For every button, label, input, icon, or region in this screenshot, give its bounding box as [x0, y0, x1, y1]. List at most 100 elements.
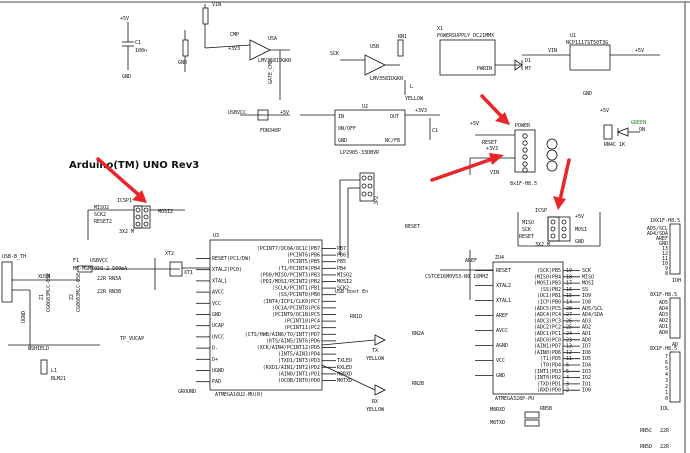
svg-text:SCK: SCK — [330, 51, 339, 57]
zu4-pin-label: (TXD)PD1 — [537, 381, 561, 387]
svg-text:YELLOW: YELLOW — [366, 407, 385, 413]
zu4-net-label: IO2 — [582, 375, 591, 381]
arrow-to-power-left — [430, 153, 504, 182]
zu4-net-label: IO6 — [582, 350, 591, 356]
u3-pin-label: (XCK/AIN4/PCINT12)PD5 — [257, 345, 320, 351]
zu4-pin-list-right: (SCK)PB5(MISO)PB4(MOSI)PB3(SS)PB2(OC1)PB… — [534, 268, 561, 394]
icsp-header: ICSP 3X2 M MISO SCK RESET +5V MOSI GND — [517, 208, 601, 248]
board-title: Arduino(TM) UNO Rev3 — [69, 160, 199, 171]
header-pin-label: AD1 — [659, 324, 668, 330]
svg-text:X1: X1 — [437, 26, 443, 32]
svg-text:YELLOW: YELLOW — [405, 96, 424, 102]
zu4-net-label: IO8 — [582, 300, 591, 306]
zu4-pin-number: 27 — [566, 312, 572, 318]
svg-text:+5V: +5V — [635, 48, 644, 54]
u3-pin-label: (PDI/MOSI/PCINT2)PB2 — [260, 279, 320, 285]
svg-text:IOL: IOL — [660, 406, 669, 412]
svg-text:OUT: OUT — [390, 114, 399, 120]
zu4-pin-label: (SS)PB2 — [540, 287, 561, 293]
u3-pin-label: (T1/PCINT4)PB4 — [278, 266, 320, 272]
svg-text:RN1: RN1 — [398, 34, 407, 40]
green-on-led: +5V GREEN ON RN4C 1K — [600, 108, 646, 148]
svg-text:L: L — [410, 84, 413, 90]
zu4-pin-number: 13 — [566, 344, 572, 350]
u3-pin-label: UGND — [212, 368, 224, 374]
svg-text:RN5B: RN5B — [540, 406, 552, 412]
zu4-pin-number: 23 — [566, 337, 572, 343]
header-pin-label: AD3 — [659, 312, 668, 318]
svg-text:IN: IN — [338, 114, 344, 120]
svg-text:IOH: IOH — [672, 278, 681, 284]
zu4-net-label: IO7 — [582, 344, 591, 350]
svg-text:SCK: SCK — [522, 227, 531, 233]
svg-text:M8TXD: M8TXD — [490, 420, 505, 426]
svg-text:GND: GND — [178, 60, 187, 66]
svg-text:POWERSUPPLY_DC21MMX: POWERSUPPLY_DC21MMX — [437, 33, 494, 39]
zu4-pin-number: 6 — [566, 363, 569, 369]
zu4-net-label: SS — [582, 287, 588, 293]
svg-text:GND: GND — [122, 74, 131, 80]
header-pin-label: 8 — [665, 271, 668, 277]
u5a-opamp: U5A LMV358IDGKR CMP +3V3 GATE_CMD — [204, 32, 292, 100]
svg-text:NCP1117ST50T3G: NCP1117ST50T3G — [566, 40, 608, 46]
svg-text:3X2 M: 3X2 M — [119, 229, 134, 235]
svg-text:RN5D: RN5D — [640, 444, 652, 450]
svg-text:CSTCE16M0V53-R0 16MHZ: CSTCE16M0V53-R0 16MHZ — [425, 274, 488, 280]
zu4-pin-number: 17 — [566, 281, 572, 287]
svg-text:FDN340P: FDN340P — [260, 128, 281, 134]
zu4-pin-number: 3 — [566, 381, 569, 387]
svg-text:L1: L1 — [51, 368, 57, 374]
svg-text:GREEN: GREEN — [631, 120, 646, 126]
u3-pin-label: D+ — [212, 357, 218, 363]
svg-text:ICSP1: ICSP1 — [117, 198, 132, 204]
zu4-pin-number: 5 — [566, 369, 569, 375]
zu4-pin-label: (MOSI)PB3 — [534, 281, 561, 287]
svg-text:VIN: VIN — [212, 2, 221, 8]
svg-text:+3V3: +3V3 — [415, 108, 427, 114]
header-pin-label: AD0 — [659, 330, 668, 336]
svg-text:USB boot En: USB boot En — [335, 289, 368, 295]
zu4-pin-number: 4 — [566, 375, 569, 381]
svg-text:GROUND: GROUND — [178, 389, 196, 395]
u1-regulator: U1 NCP1117ST50T3G +5V GND — [566, 33, 660, 97]
svg-text:RX: RX — [372, 399, 378, 405]
zu4-pin-label: (ADC1)PC1 — [534, 331, 561, 337]
u3-pin-label: (PCINT5)PB5 — [287, 259, 320, 265]
svg-text:USBVCC: USBVCC — [90, 258, 108, 264]
svg-text:U1: U1 — [570, 33, 576, 39]
u3-pin-label: (RXD1/AIN1/INT2)PD2 — [263, 365, 320, 371]
header-pin-label: AD5/SCL — [647, 226, 668, 232]
icsp1-header: ICSP1 3X2 M MISO2 SCK2 RESET2 MOSI2 — [87, 198, 185, 240]
zu4-net-label: AD4/SDA — [582, 312, 603, 318]
zu4-net-label: IO4 — [582, 363, 591, 369]
zu4-net-label: IO5 — [582, 356, 591, 362]
u3-pin-label: (PCINT6)PB6 — [287, 253, 320, 259]
header-pin-label: 2 — [665, 384, 668, 390]
zu4-pin-label: (T1)PD5 — [540, 356, 561, 362]
header-pin-label: 0 — [665, 396, 668, 402]
zu4-pin-label: GND — [496, 373, 505, 379]
svg-text:+5V: +5V — [600, 108, 609, 114]
svg-text:+5V: +5V — [575, 214, 584, 220]
svg-text:AREF: AREF — [465, 258, 477, 264]
zu4-pin-number: 19 — [566, 268, 572, 274]
u3-pin-label: (SCLK/PCINT1)PB1 — [272, 286, 320, 292]
zu4-pin-label: (ADC4)PC4 — [534, 312, 561, 318]
u3-net-label: PB7 — [337, 246, 346, 252]
header-pin-label: 9 — [665, 266, 668, 272]
zu4-pin-label: (RXD)PD0 — [537, 388, 561, 394]
zu4-net-label: AD1 — [582, 331, 591, 337]
u3-pin-label: (PCINT11)PC2 — [284, 325, 320, 331]
header-pin-label: 6 — [665, 360, 668, 366]
u3-pin-label: UCAP — [212, 323, 224, 329]
zu4-pin-number: 15 — [566, 293, 572, 299]
svg-text:CMP: CMP — [230, 32, 239, 38]
svg-text:VIN: VIN — [490, 170, 499, 176]
svg-text:C1: C1 — [135, 40, 141, 46]
svg-text:LP2985-33DBVR: LP2985-33DBVR — [340, 150, 380, 156]
zu4-pin-label: (SCK)PB5 — [537, 268, 561, 274]
svg-text:POWER: POWER — [515, 123, 531, 129]
u3-pin-label: (INT4/ICP1/CLK0)PC7 — [263, 299, 320, 305]
zu4-pin-label: (OC1)PB1 — [537, 293, 561, 299]
u3-net-label: MOSI2 — [337, 279, 352, 285]
